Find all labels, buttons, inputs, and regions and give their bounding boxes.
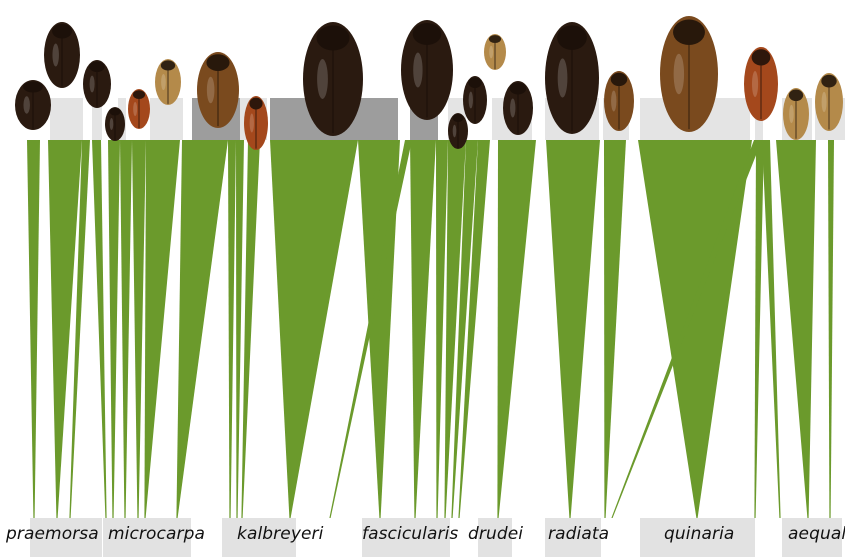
association-link <box>27 140 40 518</box>
host-label-aequalis: aequalis <box>788 524 845 544</box>
beetle-specimen-photo-icon <box>15 80 51 130</box>
association-link <box>241 140 260 518</box>
beetle-specimen-photo-icon <box>448 113 468 149</box>
association-link <box>92 140 107 518</box>
association-link <box>176 140 228 518</box>
beetle-specimen-photo-icon <box>463 76 487 124</box>
association-link <box>762 140 781 518</box>
beetle-specimen-photo-icon <box>783 88 809 140</box>
host-label-microcarpa: microcarpa <box>108 524 205 544</box>
host-label-fascicularis: fascicularis <box>362 524 458 544</box>
host-label-kalbreyeri: kalbreyeri <box>237 524 323 544</box>
association-link <box>108 140 120 518</box>
association-link <box>828 140 834 518</box>
association-link <box>144 140 180 518</box>
association-link <box>776 140 816 518</box>
association-link <box>497 140 536 518</box>
association-link <box>546 140 600 518</box>
beetle-specimen-photo-icon <box>105 107 125 141</box>
beetle-specimen-photo-icon <box>155 59 181 105</box>
size-bar <box>50 98 83 140</box>
association-link <box>228 140 236 518</box>
association-link <box>410 140 436 518</box>
beetle-specimen-photo-icon <box>44 22 80 88</box>
host-label-quinaria: quinaria <box>664 524 734 544</box>
beetle-specimen-photo-icon <box>503 81 533 135</box>
beetle-specimen-photo-icon <box>604 71 634 131</box>
beetle-specimen-photo-icon <box>303 22 363 136</box>
beetle-specimen-photo-icon <box>545 22 599 134</box>
host-label-radiata: radiata <box>548 524 609 544</box>
beetle-specimen-photo-icon <box>744 47 778 121</box>
association-link <box>132 140 146 518</box>
beetle-specimen-photo-icon <box>660 16 718 132</box>
association-links <box>27 140 834 518</box>
beetle-specimen-photo-icon <box>815 73 843 131</box>
beetle-specimen-photo-icon <box>401 20 453 120</box>
association-link <box>604 140 626 518</box>
association-link <box>120 140 132 518</box>
beetle-specimen-photo-icon <box>484 34 506 70</box>
beetle-specimen-photo-icon <box>83 60 111 108</box>
beetle-specimen-photo-icon <box>128 89 150 129</box>
association-link <box>270 140 358 518</box>
host-label-praemorsa: praemorsa <box>6 524 99 544</box>
host-label-drudei: drudei <box>468 524 523 544</box>
beetle-specimen-photo-icon <box>197 52 239 128</box>
association-link <box>754 140 764 518</box>
beetle-specimen-photo-icon <box>244 96 268 150</box>
